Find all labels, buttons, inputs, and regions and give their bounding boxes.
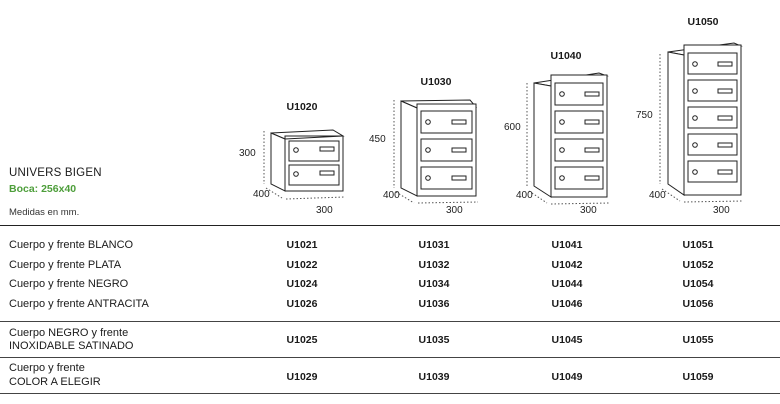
- code-cell: U1034: [418, 278, 450, 290]
- code-cell: U1026: [286, 298, 318, 310]
- dim-width-u1020: 300: [316, 205, 333, 216]
- code-cell: U1024: [286, 278, 318, 290]
- code-cell: U1045: [551, 334, 583, 346]
- model-label-u1050: U1050: [687, 16, 719, 28]
- brand-title: UNIVERS BIGEN: [9, 167, 102, 179]
- units-note: Medidas en mm.: [9, 207, 80, 218]
- code-cell: U1052: [682, 259, 714, 271]
- code-cell: U1039: [418, 371, 450, 383]
- code-cell: U1021: [286, 239, 318, 251]
- dim-depth-u1030: 400: [383, 190, 400, 201]
- mailbox-drawing-u1050: [667, 42, 743, 196]
- model-label-u1030: U1030: [420, 76, 452, 88]
- code-cell: U1022: [286, 259, 318, 271]
- code-cell: U1036: [418, 298, 450, 310]
- dimension-lines: [263, 54, 744, 205]
- code-cell: U1035: [418, 334, 450, 346]
- dim-height-u1030: 450: [369, 134, 386, 145]
- code-cell: U1046: [551, 298, 583, 310]
- dim-height-u1050: 750: [636, 110, 653, 121]
- code-cell: U1031: [418, 239, 450, 251]
- dim-width-u1040: 300: [580, 205, 597, 216]
- mailbox-drawing-u1030: [400, 99, 478, 197]
- row-label: Cuerpo y frente BLANCO: [9, 239, 134, 251]
- dim-depth-u1050: 400: [649, 190, 666, 201]
- code-cell: U1049: [551, 371, 583, 383]
- mailbox-drawing-u1020: [270, 129, 345, 192]
- table-top-rule: [0, 225, 780, 226]
- code-cell: U1059: [682, 371, 714, 383]
- code-cell: U1041: [551, 239, 583, 251]
- dim-height-u1020: 300: [239, 148, 256, 159]
- code-cell: U1029: [286, 371, 318, 383]
- model-label-u1040: U1040: [550, 50, 582, 62]
- brand-subtitle: Boca: 256x40: [9, 183, 77, 195]
- dim-width-u1050: 300: [713, 205, 730, 216]
- table-bottom-rule: [0, 393, 780, 394]
- code-cell: U1054: [682, 278, 714, 290]
- row-label: Cuerpo y frente NEGRO: [9, 278, 129, 290]
- dim-height-u1040: 600: [504, 122, 521, 133]
- code-cell: U1025: [286, 334, 318, 346]
- table-divider-2: [0, 357, 780, 358]
- row-label: Cuerpo y frente PLATA: [9, 259, 122, 271]
- row-label-line-1: Cuerpo NEGRO y frente: [9, 327, 129, 339]
- dim-depth-u1020: 400: [253, 189, 270, 200]
- row-label-line-2: COLOR A ELEGIR: [9, 376, 101, 388]
- mailbox-drawing-u1040: [533, 72, 609, 198]
- code-cell: U1032: [418, 259, 450, 271]
- dim-width-u1030: 300: [446, 205, 463, 216]
- row-label-line-1: Cuerpo y frente: [9, 362, 85, 374]
- code-cell: U1044: [551, 278, 583, 290]
- code-cell: U1042: [551, 259, 583, 271]
- model-label-u1020: U1020: [286, 101, 318, 113]
- code-cell: U1055: [682, 334, 714, 346]
- dim-depth-u1040: 400: [516, 190, 533, 201]
- code-cell: U1051: [682, 239, 714, 251]
- table-divider-1: [0, 321, 780, 322]
- row-label: Cuerpo y frente ANTRACITA: [9, 298, 149, 310]
- code-cell: U1056: [682, 298, 714, 310]
- row-label-line-2: INOXIDABLE SATINADO: [9, 340, 134, 352]
